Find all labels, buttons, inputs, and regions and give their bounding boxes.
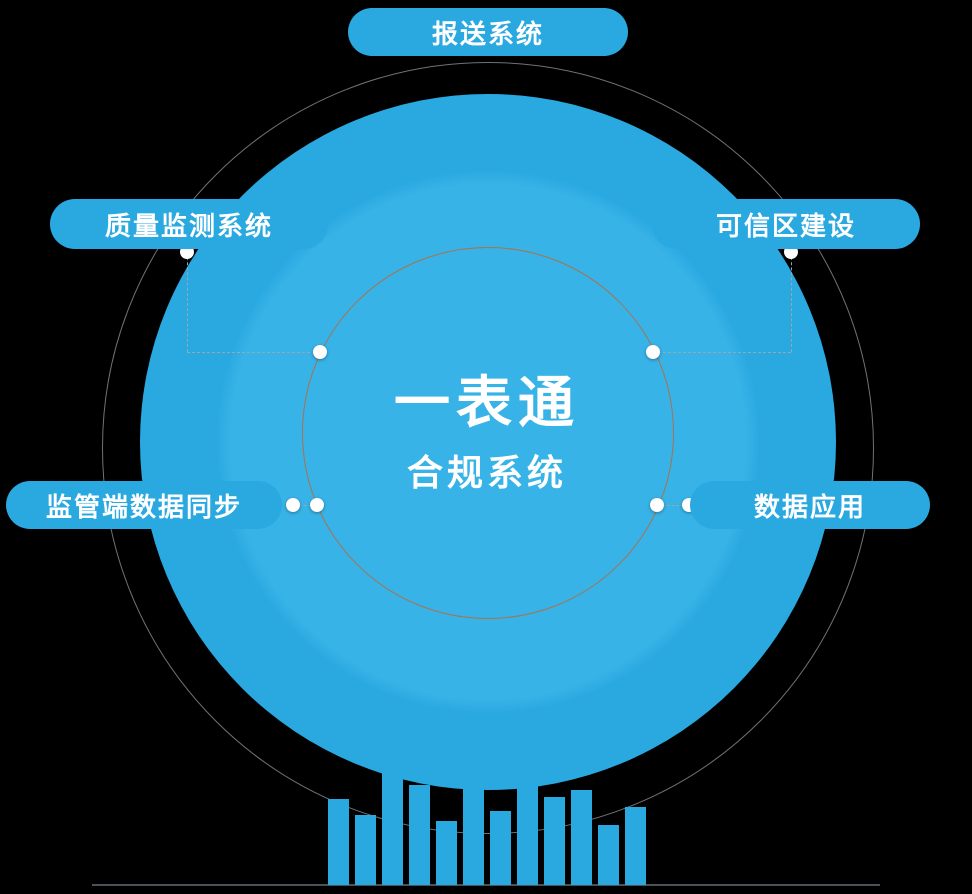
skyline-bar bbox=[382, 707, 403, 885]
node-data-application: 数据应用 bbox=[690, 481, 930, 529]
ground-line bbox=[92, 884, 880, 886]
skyline-bar bbox=[463, 769, 484, 885]
node-reporting-system: 报送系统 bbox=[348, 8, 628, 56]
connector-lower-left-horizontal bbox=[293, 505, 317, 506]
dot-lower-left-pill bbox=[286, 498, 300, 512]
skyline-bar bbox=[598, 825, 619, 885]
dot-lower-left-ring bbox=[310, 498, 324, 512]
dot-lower-right-ring bbox=[650, 498, 664, 512]
center-title: 一表通 bbox=[394, 371, 580, 434]
connector-upper-left-horizontal bbox=[187, 352, 320, 353]
connector-lower-right-horizontal bbox=[657, 505, 689, 506]
skyline-bar bbox=[355, 815, 376, 885]
dot-upper-left-ring bbox=[313, 345, 327, 359]
node-trusted-zone-construction: 可信区建设 bbox=[652, 199, 920, 249]
skyline-bar bbox=[328, 799, 349, 885]
skyline-bar bbox=[436, 821, 457, 885]
skyline-bar bbox=[625, 807, 646, 885]
node-regulator-data-sync: 监管端数据同步 bbox=[6, 481, 282, 529]
connector-upper-right-horizontal bbox=[653, 352, 791, 353]
center-title-group: 一表通 合规系统 bbox=[287, 372, 687, 496]
skyline-bars bbox=[328, 707, 646, 885]
skyline-bar bbox=[490, 811, 511, 885]
dot-upper-right-ring bbox=[646, 345, 660, 359]
outer-ring bbox=[102, 62, 874, 834]
skyline-bar bbox=[409, 785, 430, 885]
center-subtitle: 合规系统 bbox=[406, 451, 567, 493]
inner-ring bbox=[302, 247, 674, 619]
skyline-bar bbox=[517, 735, 538, 885]
skyline-bar bbox=[544, 797, 565, 885]
connector-upper-right-vertical bbox=[791, 252, 792, 352]
skyline-bar bbox=[571, 790, 592, 885]
connector-upper-left-vertical bbox=[187, 252, 188, 352]
node-quality-monitoring-system: 质量监测系统 bbox=[50, 199, 328, 249]
